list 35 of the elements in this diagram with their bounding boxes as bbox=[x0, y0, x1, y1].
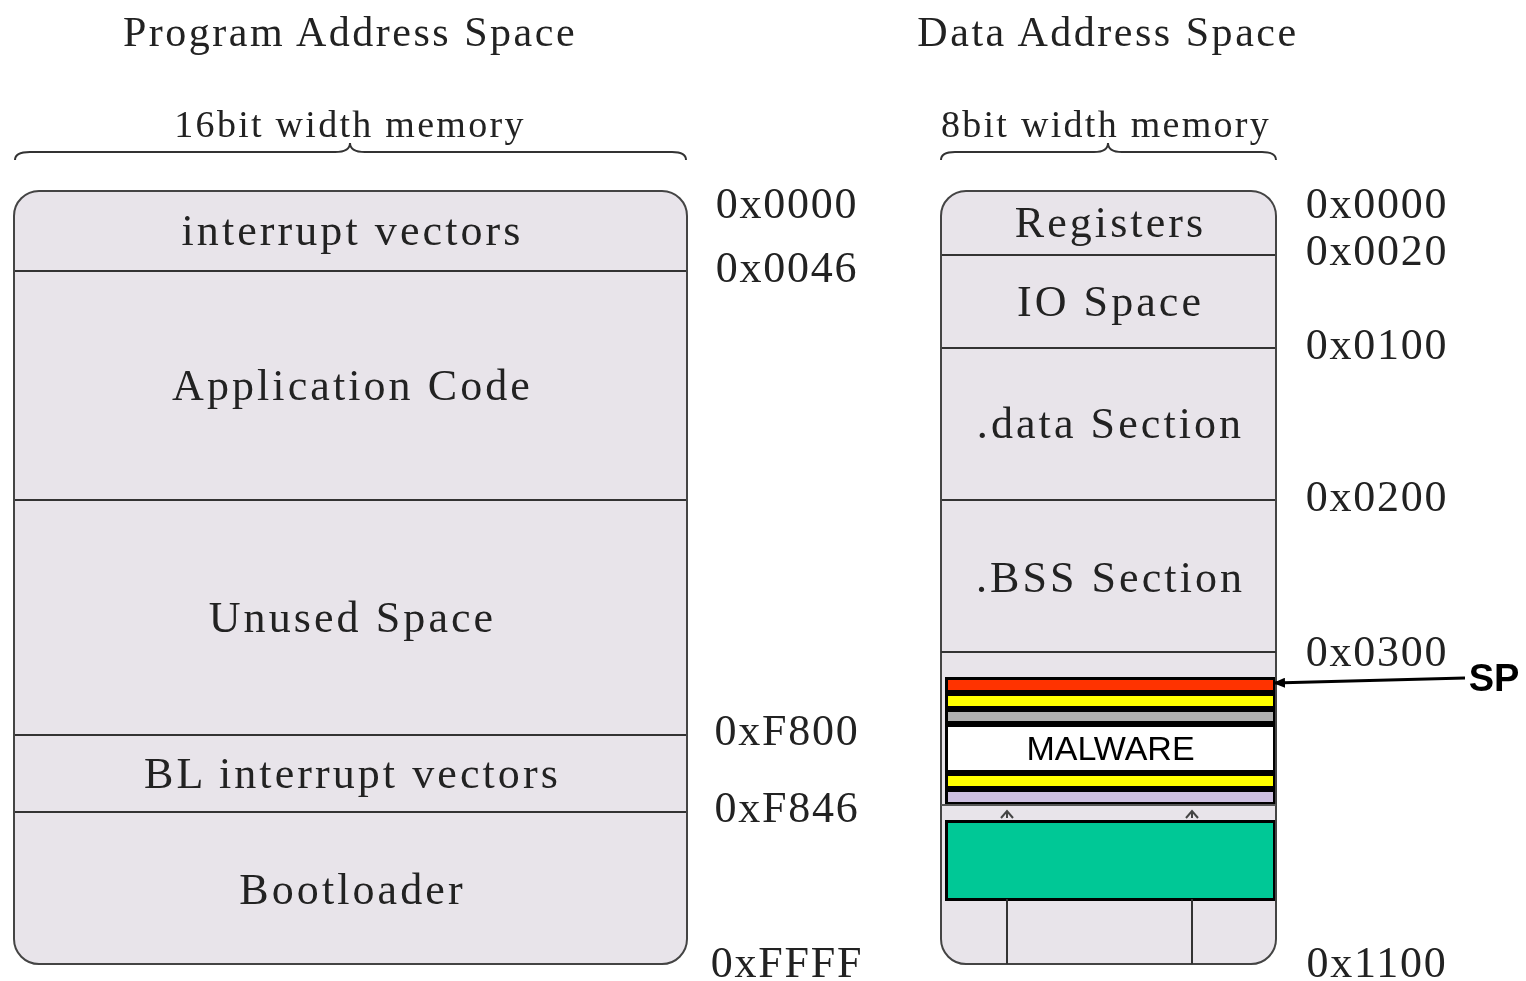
stack-pointer-label: SP bbox=[1465, 658, 1523, 698]
memory-section: .data Section bbox=[942, 347, 1275, 499]
stack-frame-bar bbox=[945, 773, 1275, 789]
memory-section: .BSS Section bbox=[942, 499, 1275, 654]
memory-column bbox=[940, 190, 1277, 965]
address-label: 0x0100 bbox=[1305, 323, 1449, 367]
stack-frame-bar bbox=[945, 693, 1275, 709]
stack-frame-bar bbox=[945, 820, 1275, 901]
memory-section: Application Code bbox=[15, 270, 686, 499]
width-label: 16bit width memory bbox=[174, 105, 526, 143]
address-label: 0xF846 bbox=[714, 786, 860, 830]
memory-section: Unused Space bbox=[15, 499, 686, 734]
memory-section: Bootloader bbox=[15, 811, 686, 963]
address-label: 0x0000 bbox=[1305, 182, 1449, 226]
arrow bbox=[1273, 676, 1466, 688]
column-heading: Data Address Space bbox=[917, 11, 1299, 53]
stack-frame-bar bbox=[945, 709, 1275, 724]
width-label: 8bit width memory bbox=[940, 105, 1272, 143]
address-label: 0x0020 bbox=[1305, 229, 1449, 273]
address-label: 0xF800 bbox=[714, 709, 860, 753]
stack-frame-bar bbox=[945, 677, 1275, 693]
memory-section: Registers bbox=[942, 192, 1275, 254]
address-label: 0x0200 bbox=[1305, 475, 1449, 519]
memory-column bbox=[13, 190, 688, 965]
address-label: 0xFFFF bbox=[710, 941, 864, 981]
malware-block: MALWARE bbox=[945, 724, 1275, 773]
column-heading: Program Address Space bbox=[122, 11, 578, 53]
memory-section: BL interrupt vectors bbox=[15, 734, 686, 811]
address-label: 0x1100 bbox=[1306, 941, 1448, 981]
memory-section: IO Space bbox=[942, 254, 1275, 347]
address-label: 0x0046 bbox=[715, 246, 859, 290]
address-label: 0x0000 bbox=[715, 182, 859, 226]
memory-section: interrupt vectors bbox=[15, 192, 686, 270]
stack-frame-bar bbox=[945, 789, 1275, 805]
address-label: 0x0300 bbox=[1305, 630, 1449, 674]
